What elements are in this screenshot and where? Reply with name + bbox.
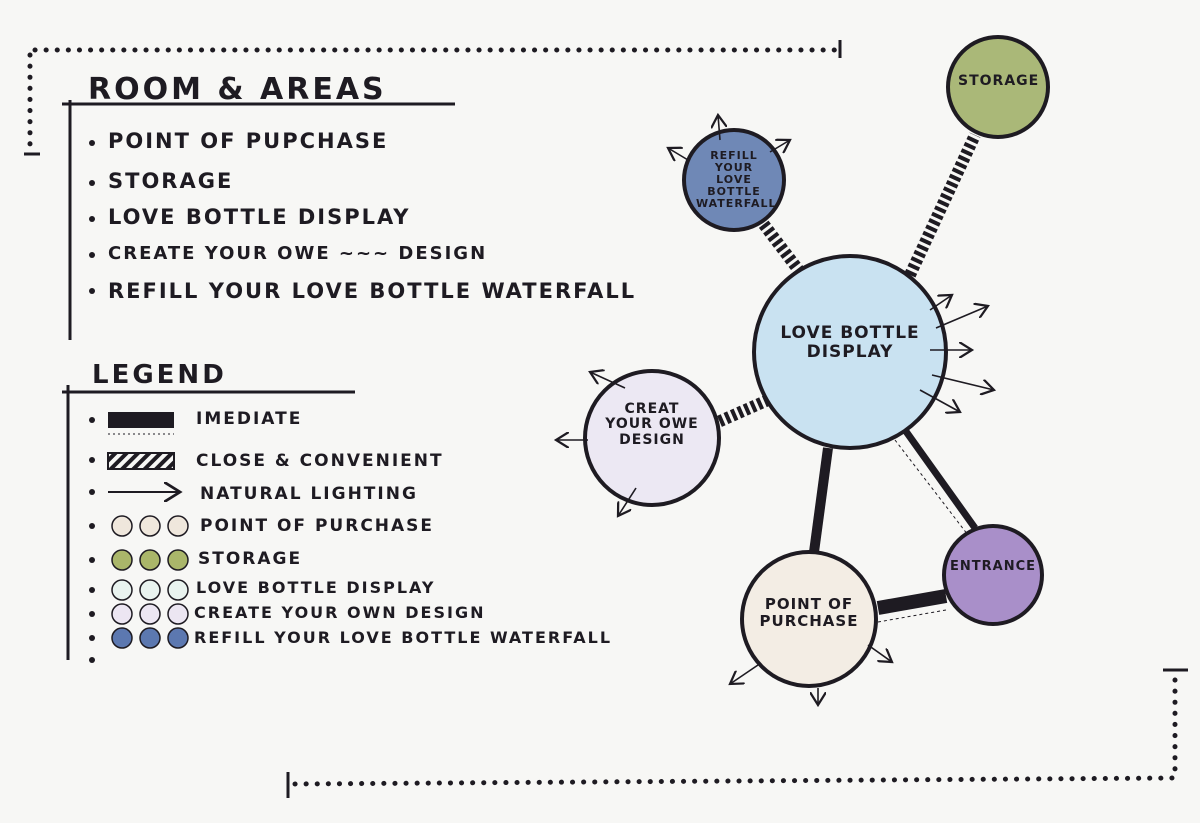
legend-label-storage: STORAGE	[198, 549, 303, 569]
link-display-purchase	[809, 447, 833, 553]
legend-label-create: CREATE YOUR OWN DESIGN	[194, 603, 486, 622]
legend-swatch-dot	[111, 515, 133, 537]
bubble-label-display: LOVE BOTTLE DISPLAY	[780, 323, 920, 362]
lighting-arrows	[556, 115, 994, 705]
legend-swatch-dot	[111, 603, 133, 625]
frame-top-left	[24, 40, 842, 156]
legend-label-refill: REFILL YOUR LOVE BOTTLE WATERFALL	[194, 628, 613, 647]
legend-title: LEGEND	[92, 360, 227, 390]
bubble-label-refill: REFILL YOUR LOVE BOTTLE WATERFALL	[696, 149, 777, 211]
bubble-refill	[682, 128, 786, 232]
room-item: CREATE YOUR OWE ~~~ DESIGN	[108, 243, 488, 264]
legend-swatch-dot	[139, 549, 161, 571]
legend-bracket	[62, 385, 355, 663]
bubble-label-storage: STORAGE	[958, 73, 1040, 89]
link-display-storage	[904, 132, 981, 278]
legend-color-dots	[111, 515, 189, 649]
bubble-display	[752, 254, 948, 450]
room-item: REFILL YOUR LOVE BOTTLE WATERFALL	[108, 279, 637, 303]
rooms-bracket	[62, 100, 455, 340]
bubble-create	[583, 369, 721, 507]
legend-swatch-dot	[111, 579, 133, 601]
legend-label-close: CLOSE & CONVENIENT	[196, 451, 444, 471]
legend-swatch-dot	[167, 579, 189, 601]
room-item: STORAGE	[108, 169, 234, 193]
room-item: POINT OF PUPCHASE	[108, 129, 389, 153]
bubble-label-entrance: ENTRANCE	[950, 559, 1036, 574]
legend-swatch-dot	[139, 579, 161, 601]
legend-label-purchase: POINT OF PURCHASE	[200, 516, 435, 536]
bubble-purchase	[740, 550, 878, 688]
legend-swatch-dot	[167, 515, 189, 537]
bubble-entrance	[942, 524, 1044, 626]
legend-swatch-dot	[167, 627, 189, 649]
legend-label-display: LOVE BOTTLE DISPLAY	[196, 578, 436, 597]
legend-swatch-dot	[167, 603, 189, 625]
legend-swatch-dot	[111, 549, 133, 571]
rooms-title: ROOM & AREAS	[88, 72, 387, 107]
connectors	[715, 132, 981, 623]
legend-swatch-dot	[111, 627, 133, 649]
legend-swatch-dot	[139, 627, 161, 649]
frame-bottom-right	[286, 668, 1188, 798]
legend-swatch-dot	[139, 603, 161, 625]
room-item: LOVE BOTTLE DISPLAY	[108, 205, 411, 229]
legend-symbol-immediate	[108, 412, 174, 435]
link-display-entrance	[902, 427, 978, 531]
link-purchase-entrance	[876, 589, 948, 615]
bubble-storage	[946, 35, 1050, 139]
legend-swatch-dot	[139, 515, 161, 537]
legend-label-lighting: NATURAL LIGHTING	[200, 484, 418, 504]
bubble-label-create: CREAT YOUR OWE DESIGN	[605, 401, 699, 448]
legend-label-immediate: IMEDIATE	[196, 409, 303, 429]
legend-swatch-dot	[167, 549, 189, 571]
bubble-label-purchase: POINT OF PURCHASE	[759, 595, 859, 630]
rooms-bullets	[89, 140, 95, 294]
link-display-refill	[757, 218, 805, 276]
link-display-create	[715, 394, 771, 428]
legend-symbol-close	[107, 452, 175, 470]
